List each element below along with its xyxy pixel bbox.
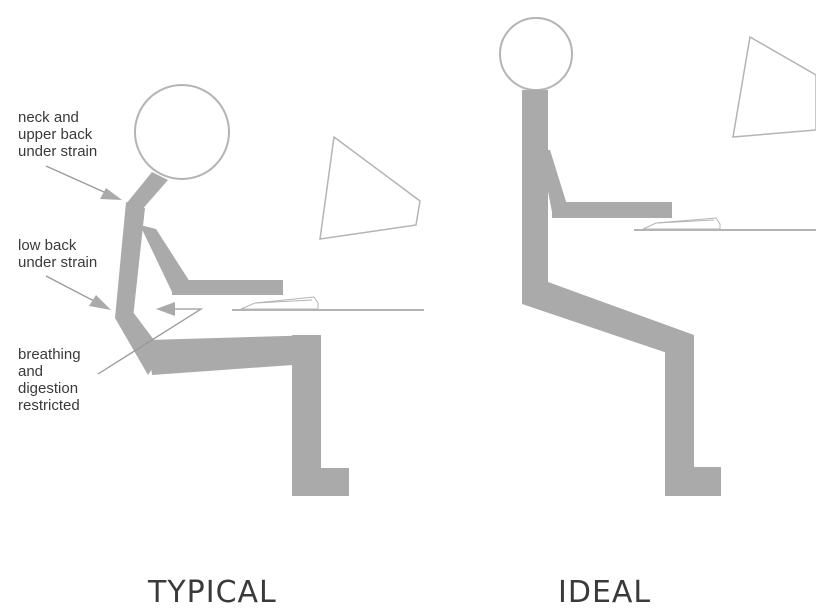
typical-forearm xyxy=(172,280,283,295)
ideal-head xyxy=(499,17,573,91)
typical-head xyxy=(134,84,230,180)
ideal-keyboard-edge-line xyxy=(656,219,715,224)
breathing-line-4: restricted xyxy=(18,397,80,414)
breathing-line-1: breathing xyxy=(18,346,81,363)
neck-strain-label: neck and upper back under strain xyxy=(18,109,97,160)
low-back-strain-line-2: under strain xyxy=(18,254,98,271)
keyboard-edge-line xyxy=(255,299,313,304)
ideal-keyboard xyxy=(642,217,721,230)
ideal-foot xyxy=(665,467,721,496)
typical-figure xyxy=(115,84,349,496)
low-back-arrow-head xyxy=(89,295,111,310)
neck-arrow-head xyxy=(100,188,122,200)
ideal-caption: IDEAL xyxy=(558,575,652,610)
typical-torso xyxy=(115,202,145,318)
typical-foot xyxy=(292,468,349,496)
breathing-arrow-line xyxy=(97,308,204,375)
breathing-label: breathing and digestion restricted xyxy=(18,346,81,414)
neck-strain-line-1: neck and xyxy=(18,109,79,126)
ideal-torso xyxy=(522,90,548,290)
ideal-upper-arm xyxy=(540,150,568,212)
low-back-strain-line-1: low back xyxy=(18,237,77,254)
neck-arrow-line xyxy=(45,165,105,193)
typical-caption: TYPICAL xyxy=(148,575,277,610)
typical-monitor xyxy=(319,135,421,240)
ideal-forearm xyxy=(552,202,672,218)
breathing-line-3: digestion xyxy=(18,380,79,397)
breathing-line-2: and xyxy=(18,363,44,380)
low-back-strain-label: low back under strain xyxy=(18,237,97,271)
breathing-arrow-head xyxy=(156,302,175,316)
ideal-thigh xyxy=(522,282,694,362)
typical-workstation xyxy=(232,135,424,311)
neck-strain-line-3: under strain xyxy=(18,143,98,160)
typical-neck xyxy=(126,172,168,212)
annotation-arrows xyxy=(45,165,204,375)
low-back-arrow-line xyxy=(45,275,95,302)
ideal-monitor xyxy=(732,35,816,138)
ideal-workstation xyxy=(634,35,816,231)
typical-keyboard xyxy=(240,296,319,310)
typical-thigh xyxy=(148,335,321,375)
neck-strain-line-2: upper back xyxy=(18,126,93,143)
typical-upper-arm xyxy=(140,225,190,292)
ideal-figure xyxy=(499,17,721,496)
